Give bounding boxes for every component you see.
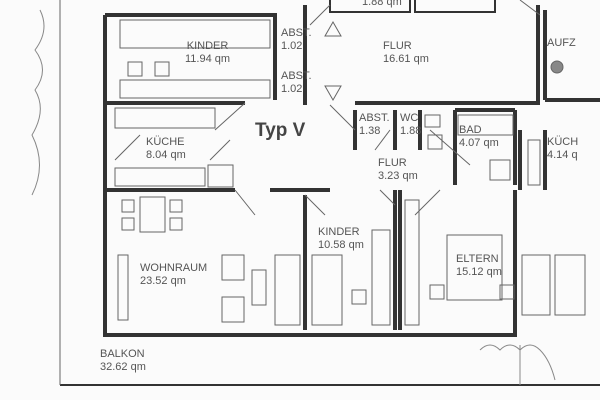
- furniture-armchair-1: [221, 254, 245, 281]
- room-abst-2: ABST.1.02: [281, 70, 312, 95]
- furniture-kinder2-bed: [311, 254, 343, 326]
- wall-aufz: [543, 10, 600, 102]
- furniture-wc-toilet: [427, 134, 443, 150]
- furniture-coffee-table: [251, 269, 267, 306]
- stair-down-arrow-icon: [324, 85, 342, 102]
- wall-flur-top: [303, 5, 540, 105]
- furniture-chair-b: [169, 199, 183, 213]
- wall-kinder-eltern: [393, 190, 402, 330]
- furniture-eltern-table-2: [499, 284, 515, 300]
- room-aufzug: AUFZ: [547, 37, 576, 49]
- room-top-partial: 1.88 qm: [362, 0, 402, 8]
- room-abst-1: ABST.1.02: [281, 27, 312, 52]
- furniture-bad-basin: [489, 159, 511, 181]
- furniture-kinder2-chair: [351, 289, 367, 305]
- wall-top-room: [329, 0, 496, 13]
- furniture-bad-tub: [457, 114, 514, 136]
- furniture-kueche-bottom: [114, 167, 206, 187]
- furniture-chair-c: [121, 217, 135, 231]
- furniture-kueche2: [527, 139, 541, 186]
- furniture-right-bed: [521, 254, 551, 316]
- furniture-table: [139, 196, 166, 233]
- furniture-kinder-bed: [119, 79, 271, 99]
- furniture-eltern-table-1: [429, 284, 445, 300]
- furniture-right-block: [554, 254, 586, 316]
- stair-up-arrow-icon: [324, 20, 342, 37]
- wall-right-block: [518, 130, 547, 190]
- furniture-kueche-counter: [114, 107, 216, 129]
- plant-left-icon: [31, 9, 45, 196]
- door-swings: [114, 0, 541, 216]
- furniture-armchair-2: [221, 296, 245, 323]
- furniture-chair-a: [121, 199, 135, 213]
- furniture-kinder2-desk: [371, 229, 391, 326]
- elevator-icon: [550, 60, 564, 74]
- plan-title: Typ V: [255, 120, 306, 141]
- room-abst-3: ABST.1.38: [359, 112, 390, 137]
- furniture-sofa: [117, 254, 129, 321]
- furniture-stove: [207, 164, 234, 188]
- furniture-eltern-bed: [446, 234, 503, 301]
- furniture-wc-basin: [424, 114, 441, 128]
- furniture-chair-d: [169, 217, 183, 231]
- furniture-kinder-chair-1: [127, 61, 143, 77]
- furniture-shelf: [274, 254, 301, 326]
- wall-bad: [453, 108, 517, 185]
- vegetation: [31, 9, 556, 385]
- furniture-eltern-wardrobe: [404, 199, 420, 326]
- furniture-kinder-chair-2: [154, 61, 170, 77]
- furniture-kinder-desk: [119, 19, 271, 49]
- plant-bottom-right-icon: [479, 344, 556, 385]
